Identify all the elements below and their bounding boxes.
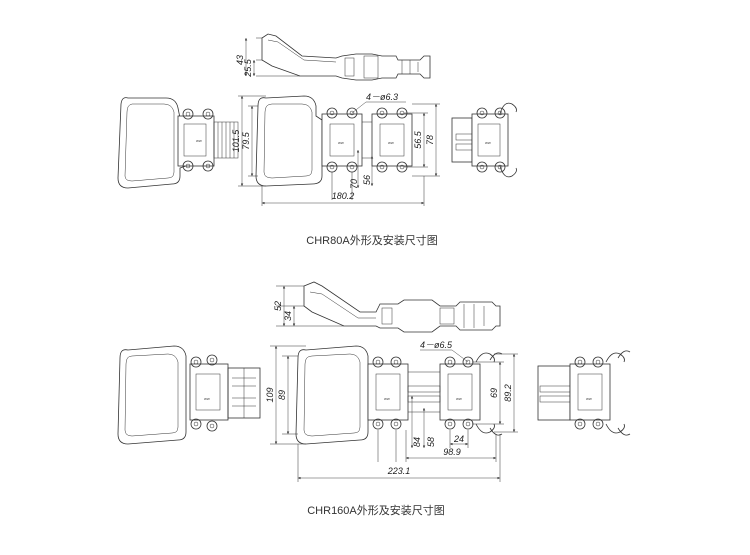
chr80-caption: CHR80A外形及安装尺寸图 — [306, 233, 437, 247]
chr80-dim-79-5: 79.5 — [241, 131, 251, 150]
chr80-plate-label-mid-b: WW — [388, 141, 394, 145]
chr80-socket-right: WW — [451, 102, 517, 178]
chr160-dim-84: 84 — [412, 437, 422, 447]
chr80-dim-hole: 4－ø6.3 — [366, 92, 398, 102]
chr80-dim-70: 70 — [349, 179, 359, 189]
chr80-side-view: 43 25.5 — [235, 33, 431, 81]
chr80-plug-left: WW — [117, 97, 239, 189]
chr80-dim-56: 56 — [362, 175, 372, 185]
chr160-dim-223-1: 223.1 — [387, 466, 411, 476]
chr160-dim-98-9: 98.9 — [443, 447, 461, 457]
chr160-dim-34: 34 — [283, 311, 293, 321]
chr80-dim-56-5: 56.5 — [413, 130, 423, 149]
chr160-plate-label-right: WW — [586, 397, 592, 401]
chr80-plate-label-left: WW — [196, 139, 202, 143]
chr160-dim-109: 109 — [265, 387, 275, 402]
chr80-plate-label-mid-a: WW — [338, 141, 344, 145]
chr160-dim-52: 52 — [273, 301, 283, 311]
chr80-dim-25-5: 25.5 — [243, 58, 253, 78]
chr80-assembly: 43 25.5 WW — [117, 33, 517, 247]
chr80-plug-middle: WW WW 4－ø6.3 101.5 79.5 56.5 78 — [231, 92, 440, 206]
chr160-plug-middle: WW WW 4－ø6.5 109 89 69 89.2 — [265, 340, 518, 482]
chr160-dim-69: 69 — [489, 388, 499, 398]
chr160-plug-left: WW — [117, 345, 261, 445]
chr160-side-view: 52 34 — [273, 281, 501, 333]
chr160-plate-label-mid-a: WW — [384, 397, 390, 401]
chr160-assembly: 52 34 WW — [117, 281, 631, 517]
chr160-dim-89: 89 — [277, 390, 287, 400]
chr80-dim-180-2: 180.2 — [332, 191, 355, 201]
chr160-dim-hole: 4－ø6.5 — [420, 340, 453, 350]
chr160-plate-label-left: WW — [204, 397, 210, 401]
chr160-dim-89-2: 89.2 — [503, 384, 513, 402]
chr80-dim-78: 78 — [425, 135, 435, 145]
chr160-socket-right: WW — [537, 350, 631, 436]
chr80-dim-101-5: 101.5 — [231, 129, 241, 153]
chr80-plate-label-right: WW — [485, 141, 491, 145]
chr160-dim-58: 58 — [426, 437, 436, 447]
chr160-plate-label-mid-b: WW — [456, 397, 462, 401]
chr160-dim-24: 24 — [453, 434, 464, 444]
chr80-dim-43: 43 — [235, 55, 245, 65]
chr160-caption: CHR160A外形及安装尺寸图 — [307, 503, 445, 517]
